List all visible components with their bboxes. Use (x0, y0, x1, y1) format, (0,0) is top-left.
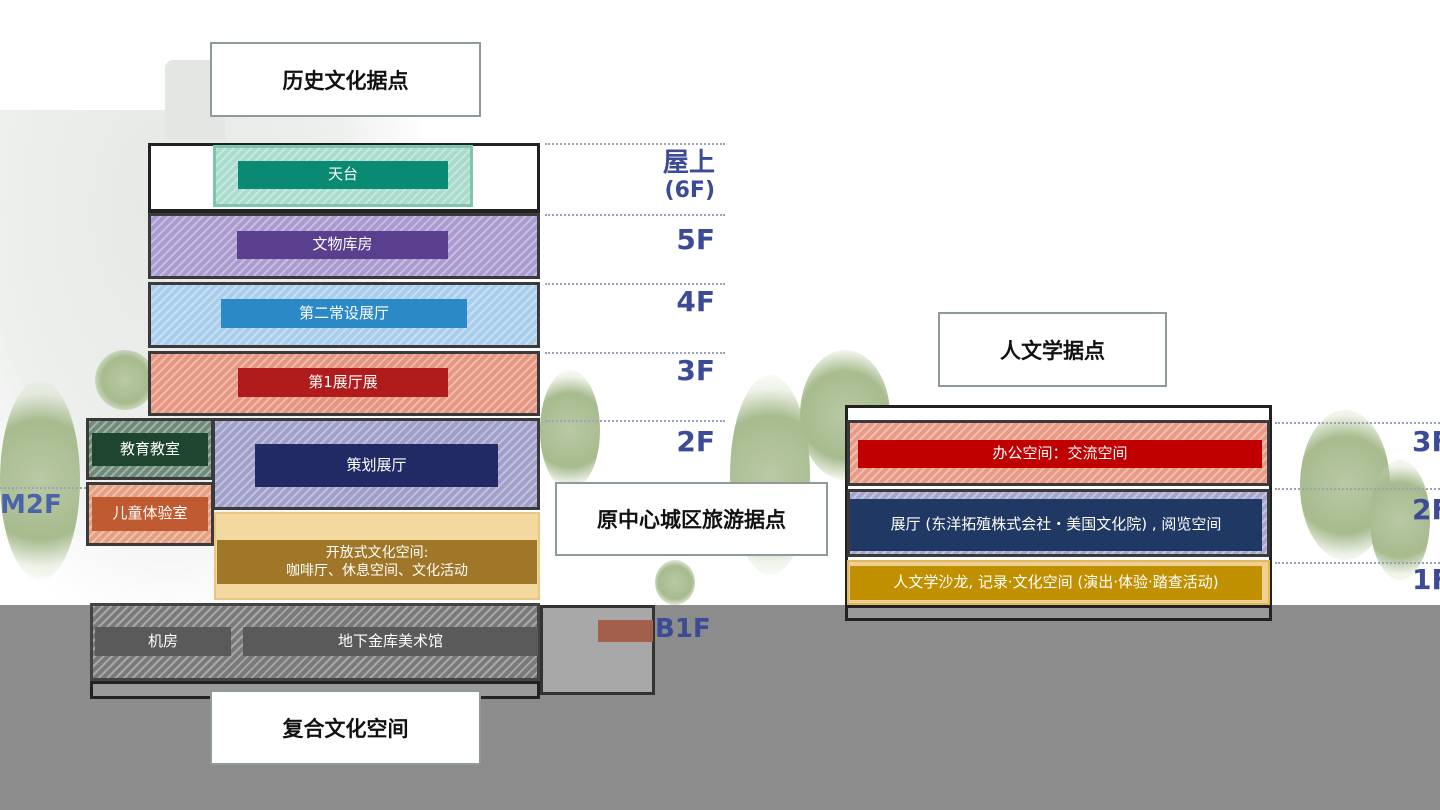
floor-4-label: 第二常设展厅 (221, 299, 467, 328)
open-space-line2: 咖啡厅、休息空间、文化活动 (286, 563, 468, 579)
machine-room-label: 机房 (95, 627, 231, 656)
tree (1370, 460, 1430, 580)
floor-line (1275, 422, 1440, 424)
floor-label-4f: 4F (676, 285, 715, 318)
tree (95, 350, 155, 410)
right-floor-label-2f: 2F (1412, 493, 1440, 526)
right-floor-2-label: 展厅 (东洋拓殖株式会社・美国文化院) , 阅览空间 (850, 499, 1262, 551)
floor-label-roof: 屋上 (662, 148, 715, 178)
tree (0, 380, 80, 580)
right-foundation (845, 605, 1272, 621)
floor-line (545, 143, 725, 145)
floor-label-3f: 3F (676, 354, 715, 387)
floor-label-5f: 5F (676, 223, 715, 256)
floor-label-b1f: B1F (655, 614, 711, 644)
open-space-label: 开放式文化空间: 咖啡厅、休息空间、文化活动 (217, 540, 537, 584)
right-floor-label-1f: 1F (1412, 563, 1440, 596)
vault-museum-label: 地下金库美术馆 (243, 627, 538, 656)
annex-basement (540, 605, 655, 695)
floor-line (1275, 562, 1440, 564)
floor-line (545, 352, 725, 354)
open-space-line1: 开放式文化空间: (325, 544, 429, 561)
right-floor-3-label: 办公空间：交流空间 (858, 440, 1262, 468)
floor-line (545, 214, 725, 216)
floor-line (545, 283, 725, 285)
floor-label-m2f: M2F (0, 490, 62, 520)
right-floor-label-3f: 3F (1412, 425, 1440, 458)
floor-label-roof-sub: (6F) (664, 178, 715, 203)
floor-line (1275, 488, 1440, 490)
right-floor-1-label: 人文学沙龙, 记录·文化空间 (演出·体验·踏查活动) (850, 566, 1262, 600)
children-label: 儿童体验室 (92, 497, 208, 531)
annex-room (598, 620, 653, 642)
floor-5-label: 文物库房 (237, 231, 448, 259)
floor-line (545, 420, 725, 422)
tourism-callout: 原中心城区旅游据点 (555, 482, 828, 556)
education-label: 教育教室 (92, 433, 208, 466)
history-culture-callout: 历史文化据点 (210, 42, 481, 117)
humanities-callout: 人文学据点 (938, 312, 1167, 387)
tree (540, 370, 600, 490)
floor-3-label: 第1展厅展 (238, 368, 448, 397)
tree (655, 560, 695, 605)
floor-line (0, 487, 90, 489)
floor-label-2f: 2F (676, 425, 715, 458)
rooftop-label: 天台 (238, 161, 448, 189)
complex-culture-callout: 复合文化空间 (210, 690, 481, 765)
floor-2-label: 策划展厅 (255, 444, 498, 487)
